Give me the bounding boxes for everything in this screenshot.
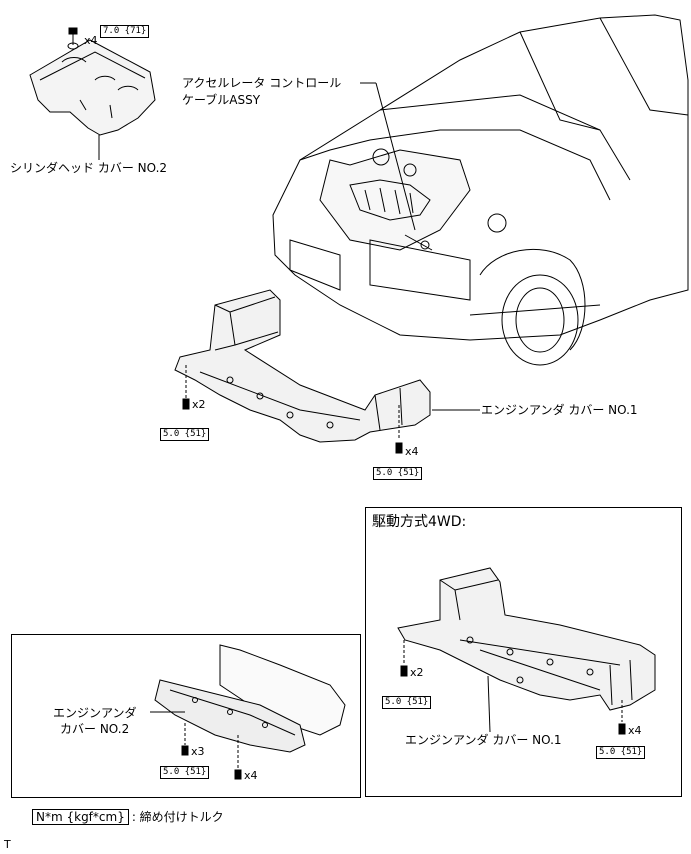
qty-4wd-left: x2	[410, 666, 424, 679]
under-cover-1-4wd-label: エンジンアンダ カバー NO.1	[405, 733, 562, 747]
accel-leader	[375, 82, 416, 231]
qty-under2-left: x3	[191, 745, 205, 758]
legend-box: N*m {kgf*cm}	[32, 809, 129, 825]
qty-under2-right: x4	[244, 769, 258, 782]
4wd-panel	[365, 507, 682, 797]
4wd-title: 駆動方式4WD:	[372, 514, 467, 530]
cylinder-head-cover-illustration	[29, 27, 156, 136]
under-cover-2-illustration	[154, 644, 346, 753]
qty-4wd-right: x4	[628, 724, 642, 737]
qty-head-cover: x4	[84, 34, 98, 47]
torque-4wd-left: 5.0 {51}	[382, 696, 432, 709]
cylinder-cover-label: シリンダヘッド カバー NO.2	[10, 161, 168, 175]
qty-under1-right: x4	[405, 445, 419, 458]
legend: N*m {kgf*cm}: 締め付けトルク	[32, 809, 224, 825]
bolts	[69, 27, 403, 454]
accel-cable-label-1: アクセルレータ コントロール	[182, 76, 342, 90]
under-cover-4wd-illustration	[397, 567, 656, 711]
4wd-leader	[487, 675, 491, 733]
under-cover-2-label-1: エンジンアンダ	[53, 706, 137, 720]
qty-under1-left: x2	[192, 398, 206, 411]
torque-under1-left: 5.0 {51}	[160, 428, 210, 441]
vehicle-illustration	[272, 14, 689, 366]
torque-head-cover: 7.0 {71}	[100, 25, 150, 38]
accel-cable-label-2: ケーブルASSY	[182, 93, 261, 107]
torque-under1-right: 5.0 {51}	[373, 467, 423, 480]
torque-under2: 5.0 {51}	[160, 766, 210, 779]
under-cover-2-label-2: カバー NO.2	[60, 722, 130, 736]
under-cover-1-label: エンジンアンダ カバー NO.1	[481, 403, 638, 417]
torque-4wd-right: 5.0 {51}	[596, 746, 646, 759]
corner-mark: T	[4, 838, 11, 851]
under-cover-1-illustration	[174, 289, 431, 443]
under-cover-2-panel	[11, 634, 361, 798]
legend-text: : 締め付けトルク	[131, 810, 224, 824]
